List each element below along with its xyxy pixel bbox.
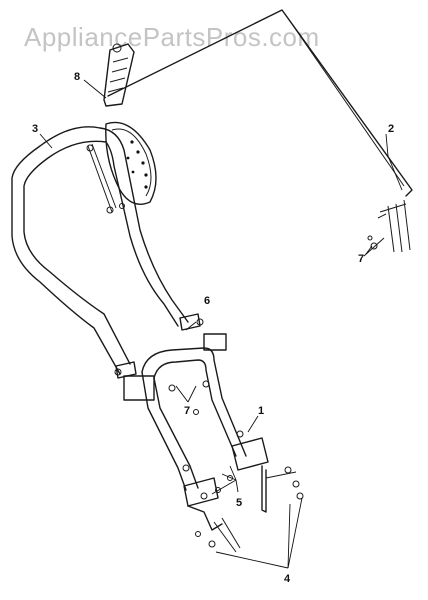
callout-3: 3 — [32, 123, 38, 135]
callout-7-top: 8 — [74, 71, 80, 83]
callout-8: 7 — [184, 405, 190, 417]
callout-5: 5 — [236, 497, 242, 509]
upper-handle — [11, 126, 201, 379]
callout-labels: 8 3 2 7 6 1 7 5 4 — [32, 71, 394, 585]
callout-6: 6 — [204, 295, 210, 307]
control-plate — [105, 121, 157, 205]
leader-lines — [39, 79, 403, 569]
control-cable — [107, 9, 413, 253]
callout-7-right: 7 — [358, 253, 364, 265]
lower-handle — [123, 333, 297, 553]
callout-4: 4 — [284, 573, 291, 585]
callout-1: 1 — [258, 405, 264, 417]
watermark: AppliancePartsPros.com — [24, 22, 320, 52]
callout-2: 2 — [388, 123, 394, 135]
hardware — [114, 235, 385, 548]
control-lever — [103, 43, 135, 107]
